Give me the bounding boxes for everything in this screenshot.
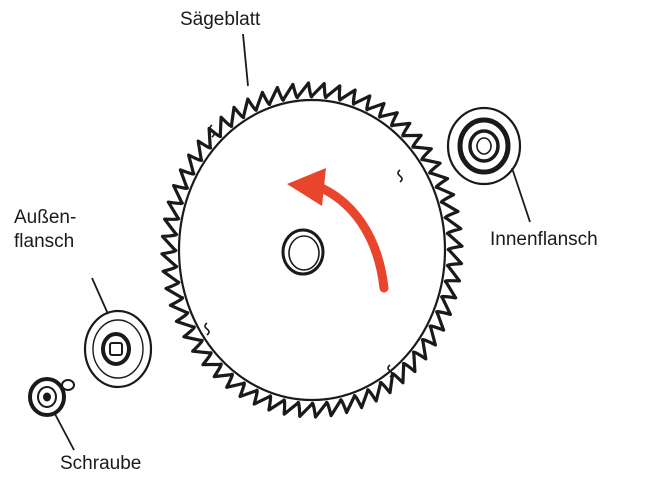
outer-flange-icon [83, 277, 153, 389]
blade-leader-line [242, 33, 249, 87]
inner-flange-label: Innenflansch [490, 229, 598, 250]
outer-flange-label: Außen- flansch [14, 206, 76, 254]
rotation-arrow-icon [287, 168, 389, 293]
outer-flange-label-line2: flansch [14, 231, 75, 252]
saw-blade-teeth [160, 81, 464, 419]
outer-flange-label-line1: Außen- [14, 207, 77, 228]
screw-label: Schraube [60, 453, 142, 474]
arbor-hole [281, 228, 325, 276]
blade-label: Sägeblatt [180, 9, 261, 30]
screw-icon [28, 377, 75, 451]
saw-blade-icon [160, 81, 464, 419]
inner-flange-icon [446, 106, 531, 223]
expansion-slots [204, 124, 403, 378]
